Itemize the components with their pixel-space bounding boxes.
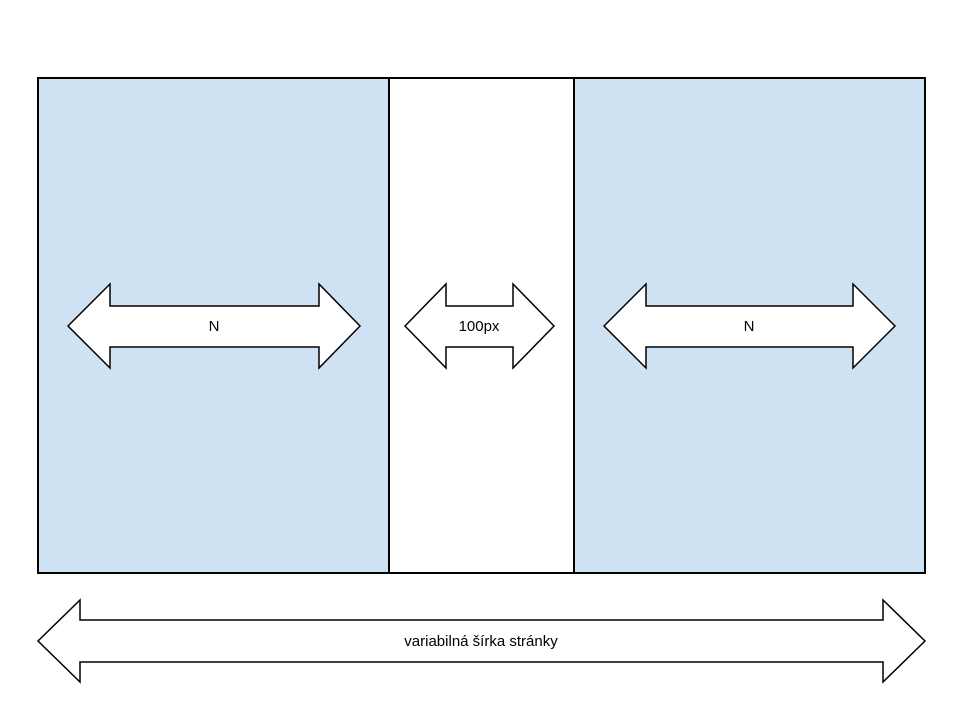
gutter-width-label: 100px xyxy=(459,318,500,335)
page-width-label: variabilná šírka stránky xyxy=(404,633,558,650)
left-column-width-arrow xyxy=(66,282,362,370)
left-column-width-label: N xyxy=(209,318,220,335)
right-column-width-arrow xyxy=(602,282,897,370)
right-column-width-label: N xyxy=(744,318,755,335)
gutter-width-arrow xyxy=(403,282,556,370)
page-width-arrow xyxy=(36,598,927,684)
